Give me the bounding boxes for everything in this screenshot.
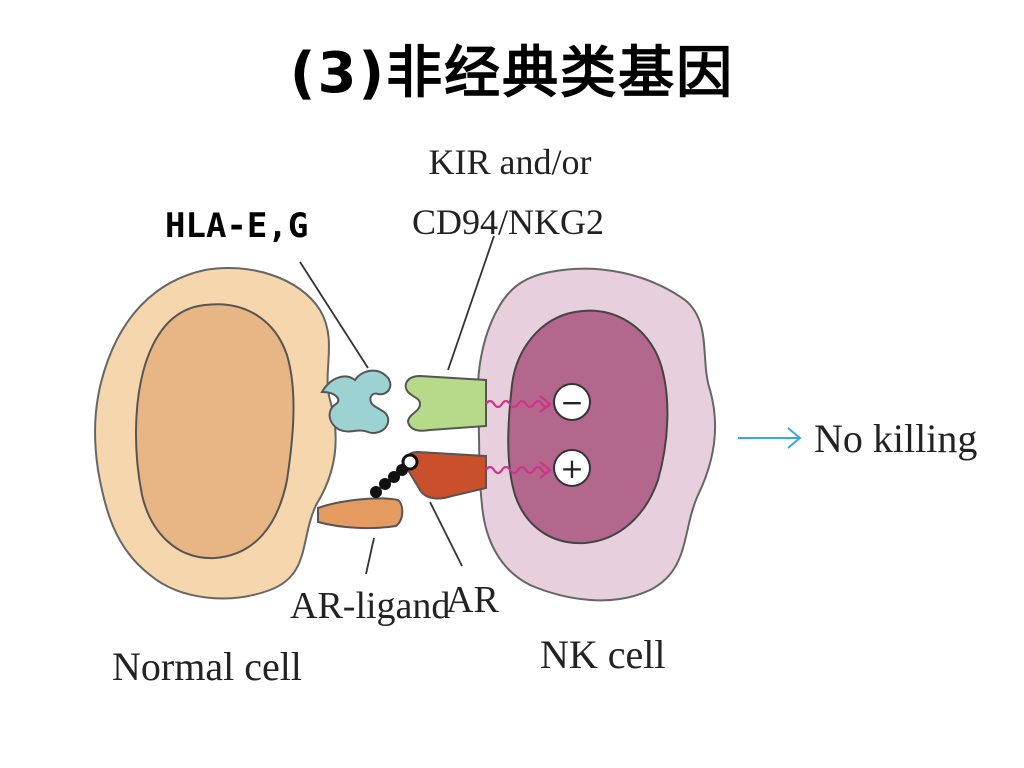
- kir-label-line1: KIR and/or: [429, 142, 592, 182]
- kir-label-line2: CD94/NKG2: [412, 202, 604, 242]
- normal-cell: [94, 266, 337, 600]
- activating-signal: [485, 461, 552, 479]
- svg-text:+: +: [560, 452, 583, 485]
- minus-badge: −: [553, 383, 591, 421]
- nk-cell: [476, 267, 717, 602]
- slide-title: (3)非经典类基因: [289, 41, 735, 106]
- ar-label: AR: [446, 579, 499, 621]
- hla-molecule: [320, 369, 392, 434]
- ligand-beads: [370, 453, 419, 498]
- no-killing-label: No killing: [814, 416, 977, 461]
- normal-cell-label: Normal cell: [112, 644, 302, 689]
- nk-cell-label: NK cell: [540, 632, 666, 677]
- nk-cell-nucleus: [507, 309, 669, 545]
- leader-lines: [299, 235, 495, 575]
- normal-cell-nucleus: [135, 303, 295, 560]
- ar-ligand-label: AR-ligand: [290, 585, 450, 627]
- plus-badge: +: [553, 449, 591, 487]
- inhibitory-signal: [485, 395, 552, 413]
- hla-label: HLA-E,G: [165, 206, 309, 246]
- result-arrow: [738, 427, 802, 449]
- ar-ligand: [317, 453, 419, 530]
- kir-receptor: [404, 374, 487, 432]
- svg-text:−: −: [560, 386, 583, 419]
